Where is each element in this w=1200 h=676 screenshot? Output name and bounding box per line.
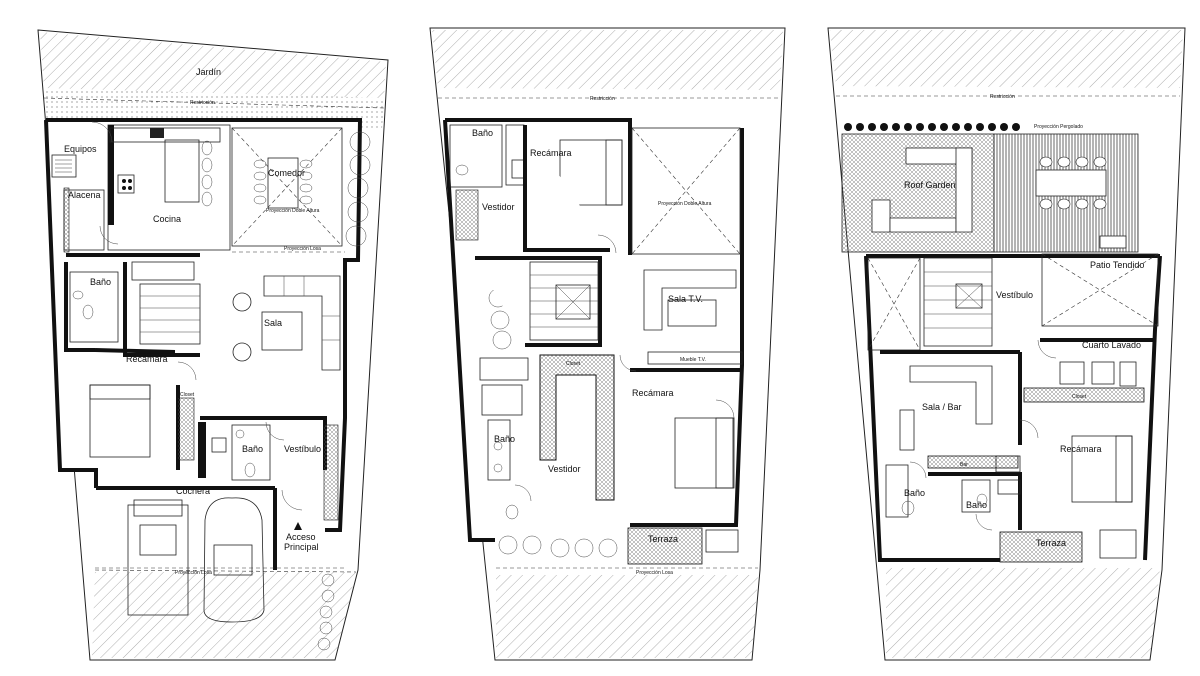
label-recamara-top: Recámara (530, 148, 572, 158)
label-acceso: Acceso (286, 532, 316, 542)
label-cocina: Cocina (153, 214, 181, 224)
label-acceso-principal: Principal (284, 542, 319, 552)
note-proyeccion-losa-3: Proyección Losa (636, 570, 673, 576)
note-restriccion-top: Restricción (190, 100, 215, 106)
note-proyeccion-losa-1: Proyección Losa (284, 246, 321, 252)
label-vestibulo: Vestíbulo (284, 444, 321, 454)
label-sala-tv: Sala T.V. (668, 294, 703, 304)
label-bano-2: Baño (242, 444, 263, 454)
label-patio-tendido: Patio Tendido (1090, 260, 1144, 270)
note-restriccion-2: Restricción (590, 96, 615, 102)
note-doble-altura-2: Proyección Doble Altura (658, 201, 712, 207)
label-equipos: Equipos (64, 144, 97, 154)
note-closet-3: Closet (1072, 394, 1087, 400)
label-terraza: Terraza (1036, 538, 1066, 548)
label-mueble-tv: Mueble T.V. (680, 357, 706, 363)
plan-roof: Proyección Pergolado Roof Garden Patio T… (827, 27, 1186, 661)
plan-ground-floor: Jardín Restricción Equipos Alacena Cocin… (37, 29, 389, 661)
label-bano-center: Baño (966, 500, 987, 510)
label-cochera: Cochera (176, 486, 210, 496)
note-closet-2: Closet (566, 361, 581, 367)
label-sala-bar: Sala / Bar (922, 402, 962, 412)
label-vestidor-bottom: Vestidor (548, 464, 581, 474)
label-bano-bottom: Baño (494, 434, 515, 444)
label-bano-top: Baño (472, 128, 493, 138)
label-alacena: Alacena (68, 190, 101, 200)
label-proyeccion-pergolado: Proyección Pergolado (1034, 124, 1083, 130)
label-roof-garden: Roof Garden (904, 180, 956, 190)
label-recamara: Recámara (1060, 444, 1102, 454)
label-comedor: Comedor (268, 168, 305, 178)
label-recamara-2: Recámara (632, 388, 674, 398)
label-sala: Sala (264, 318, 282, 328)
label-cuarto-lavado: Cuarto Lavado (1082, 340, 1141, 350)
note-doble-altura: Proyección Doble Altura (266, 208, 320, 214)
label-bano: Baño (90, 277, 111, 287)
label-vestidor-top: Vestidor (482, 202, 515, 212)
note-proyeccion-losa-2: Proyección Losa (175, 570, 212, 576)
label-recamara: Recámara (126, 354, 168, 364)
label-bano-left: Baño (904, 488, 925, 498)
label-vestibulo: Vestíbulo (996, 290, 1033, 300)
note-bar: Bar (960, 462, 968, 468)
note-restriccion-3: Restricción (990, 94, 1015, 100)
label-terraza: Terraza (648, 534, 678, 544)
plan-upper-floor: Baño Recámara Vestidor Proyección Doble … (429, 27, 786, 661)
label-jardin: Jardín (196, 67, 221, 77)
note-closet: Closet (180, 392, 195, 398)
